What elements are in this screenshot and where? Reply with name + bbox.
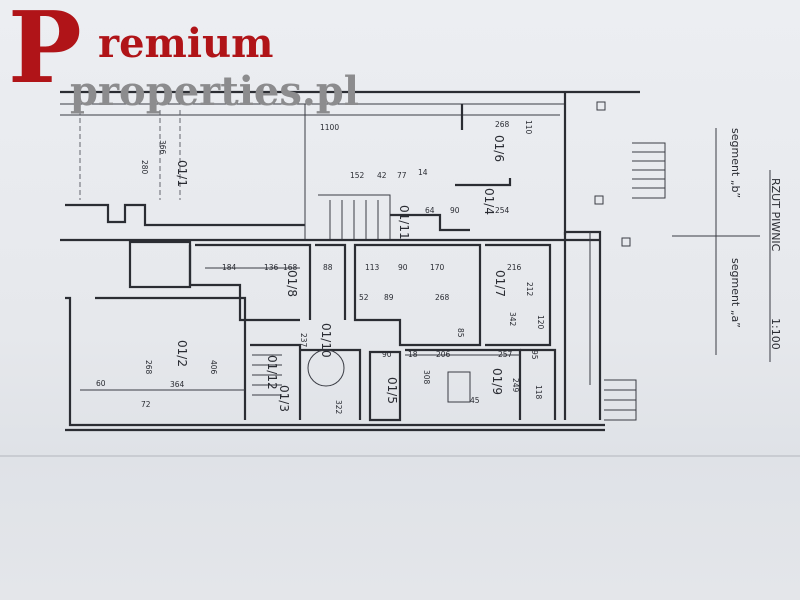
dim-42: 42 xyxy=(377,171,387,180)
dim-268c: 268 xyxy=(144,360,153,375)
plan-title: RZUT PIWNIC xyxy=(769,178,782,252)
pillar-1 xyxy=(596,101,606,111)
room-label-016: 01/6 xyxy=(492,135,506,162)
wall-016 xyxy=(455,104,512,187)
room-label-014: 01/4 xyxy=(482,188,496,215)
premium-properties-logo: P remium properties.pl xyxy=(6,0,359,116)
plan-scale: 1:100 xyxy=(769,318,782,350)
wall-0111-right xyxy=(390,213,470,232)
segment-a-label: segment „a” xyxy=(729,258,742,328)
wall-0112 xyxy=(250,343,302,420)
dim-268a: 268 xyxy=(495,120,510,129)
dim-136: 136 xyxy=(264,263,279,272)
room-label-0112: 01/12 xyxy=(265,355,279,390)
dim-364: 364 xyxy=(170,380,185,389)
dim-1100: 1100 xyxy=(320,123,339,132)
dim-366: 366 xyxy=(158,140,167,155)
dim-72: 72 xyxy=(141,400,151,409)
room-label-013: 01/3 xyxy=(277,385,291,412)
logo-initial: P xyxy=(8,0,82,106)
room-label-018: 01/8 xyxy=(285,270,299,297)
dim-64: 64 xyxy=(425,206,435,215)
dim-60: 60 xyxy=(96,379,106,388)
dim-257: 257 xyxy=(498,350,513,359)
wall-center-room xyxy=(353,243,482,347)
dim-118: 118 xyxy=(534,385,543,400)
pillar-3 xyxy=(621,237,631,247)
logo-domain: properties.pl xyxy=(70,68,359,115)
wall-015 xyxy=(368,350,402,422)
dim-77: 77 xyxy=(397,171,407,180)
dim-14: 14 xyxy=(418,168,428,177)
dim-184: 184 xyxy=(222,263,237,272)
wall-east-corridor xyxy=(563,230,602,420)
dim-90b: 90 xyxy=(398,263,408,272)
room-label-015: 01/5 xyxy=(385,377,399,404)
dim-152: 152 xyxy=(350,171,365,180)
dim-95: 95 xyxy=(530,350,539,360)
dim-237: 237 xyxy=(299,333,308,348)
dim-170: 170 xyxy=(430,263,445,272)
wall-0111-bottom xyxy=(65,203,305,227)
dim-308: 308 xyxy=(422,370,431,385)
paper-fold-line xyxy=(0,455,800,457)
room-label-019: 01/9 xyxy=(490,368,504,395)
019-fixture xyxy=(447,371,471,403)
room-label-012: 01/2 xyxy=(175,340,189,367)
dim-88: 88 xyxy=(323,263,333,272)
dim-120: 120 xyxy=(536,315,545,330)
dim-113: 113 xyxy=(365,263,380,272)
shaft-box xyxy=(128,240,192,289)
dim-216: 216 xyxy=(507,263,522,272)
wall-018 xyxy=(195,243,312,320)
stair-0111 xyxy=(318,194,391,240)
dim-90a: 90 xyxy=(450,206,460,215)
wall-017 xyxy=(485,243,552,347)
dim-52: 52 xyxy=(359,293,369,302)
pillar-2 xyxy=(594,195,604,205)
room-label-011: 01/1 xyxy=(175,160,189,187)
dim-168: 168 xyxy=(283,263,298,272)
stair-east-lower xyxy=(604,379,637,421)
room-label-0111: 01/11 xyxy=(397,205,411,240)
spiral-0110 xyxy=(307,349,345,387)
room-label-017: 01/7 xyxy=(493,270,507,297)
wall-013 xyxy=(300,348,362,420)
dim-322: 322 xyxy=(334,400,343,415)
wall-012 xyxy=(95,296,247,420)
stair-east-upper xyxy=(632,142,666,199)
dim-268b: 268 xyxy=(435,293,450,302)
dim-406: 406 xyxy=(209,360,218,375)
wall-018-left xyxy=(188,245,300,322)
dim-206: 206 xyxy=(436,350,451,359)
wall-019b xyxy=(520,348,557,420)
dim-342: 342 xyxy=(508,312,517,327)
dash-lines-left xyxy=(79,110,181,200)
dim-110: 110 xyxy=(524,120,533,135)
dim-89: 89 xyxy=(384,293,394,302)
wall-88 xyxy=(315,243,347,320)
dim-280: 280 xyxy=(140,160,149,175)
dim-212: 212 xyxy=(525,282,534,297)
segment-b-label: segment „b” xyxy=(729,128,742,198)
dim-90c: 90 xyxy=(382,350,392,359)
wall-lower-outline xyxy=(65,296,605,427)
dim-18: 18 xyxy=(408,350,418,359)
dim-45: 45 xyxy=(470,396,480,405)
stair-0112 xyxy=(252,354,282,396)
dim-249: 249 xyxy=(511,378,520,393)
room-label-0110: 01/10 xyxy=(319,323,333,358)
dim-254: 254 xyxy=(495,206,510,215)
logo-word: remium xyxy=(98,20,274,67)
dim-85: 85 xyxy=(456,328,465,338)
